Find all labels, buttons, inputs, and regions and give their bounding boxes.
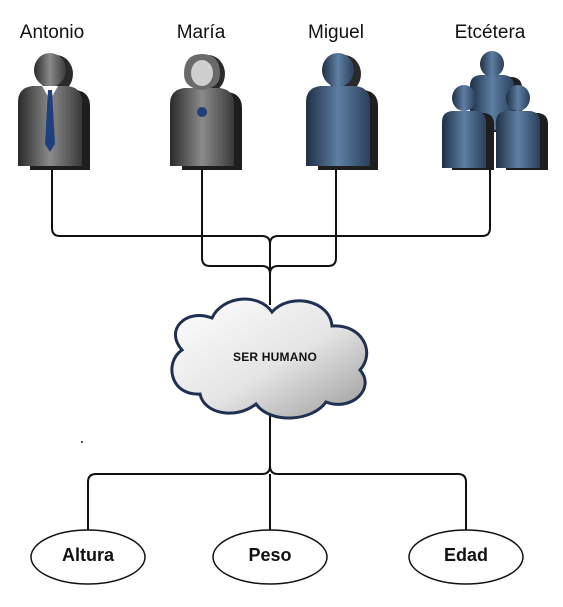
attribute-ellipse-peso — [212, 529, 328, 585]
attribute-ellipse-edad — [408, 529, 524, 585]
connector-maria — [201, 170, 271, 275]
connector-antonio — [51, 170, 271, 245]
attribute-label-edad: Edad — [443, 545, 488, 565]
bottom-connectors — [87, 412, 467, 532]
stray-dot — [81, 441, 83, 443]
man-with-tie-icon — [18, 53, 90, 170]
person-label-miguel: Miguel — [308, 22, 364, 43]
attribute-label-peso: Peso — [248, 545, 292, 565]
concept-label: SER HUMANO — [232, 350, 317, 364]
man-icon — [306, 53, 378, 170]
connector-altura — [87, 465, 271, 530]
woman-icon — [170, 54, 242, 170]
connector-miguel — [269, 170, 337, 275]
group-icon — [442, 51, 548, 170]
person-label-maria: María — [176, 22, 226, 43]
connector-edad — [269, 465, 467, 530]
attribute-ellipse-altura — [30, 529, 146, 585]
cloud-icon — [170, 297, 369, 420]
connector-etcetera — [269, 170, 491, 245]
attribute-label-altura: Altura — [61, 545, 114, 565]
person-label-etcetera: Etcétera — [454, 22, 526, 43]
person-label-antonio: Antonio — [19, 22, 85, 43]
top-connectors — [51, 170, 491, 305]
